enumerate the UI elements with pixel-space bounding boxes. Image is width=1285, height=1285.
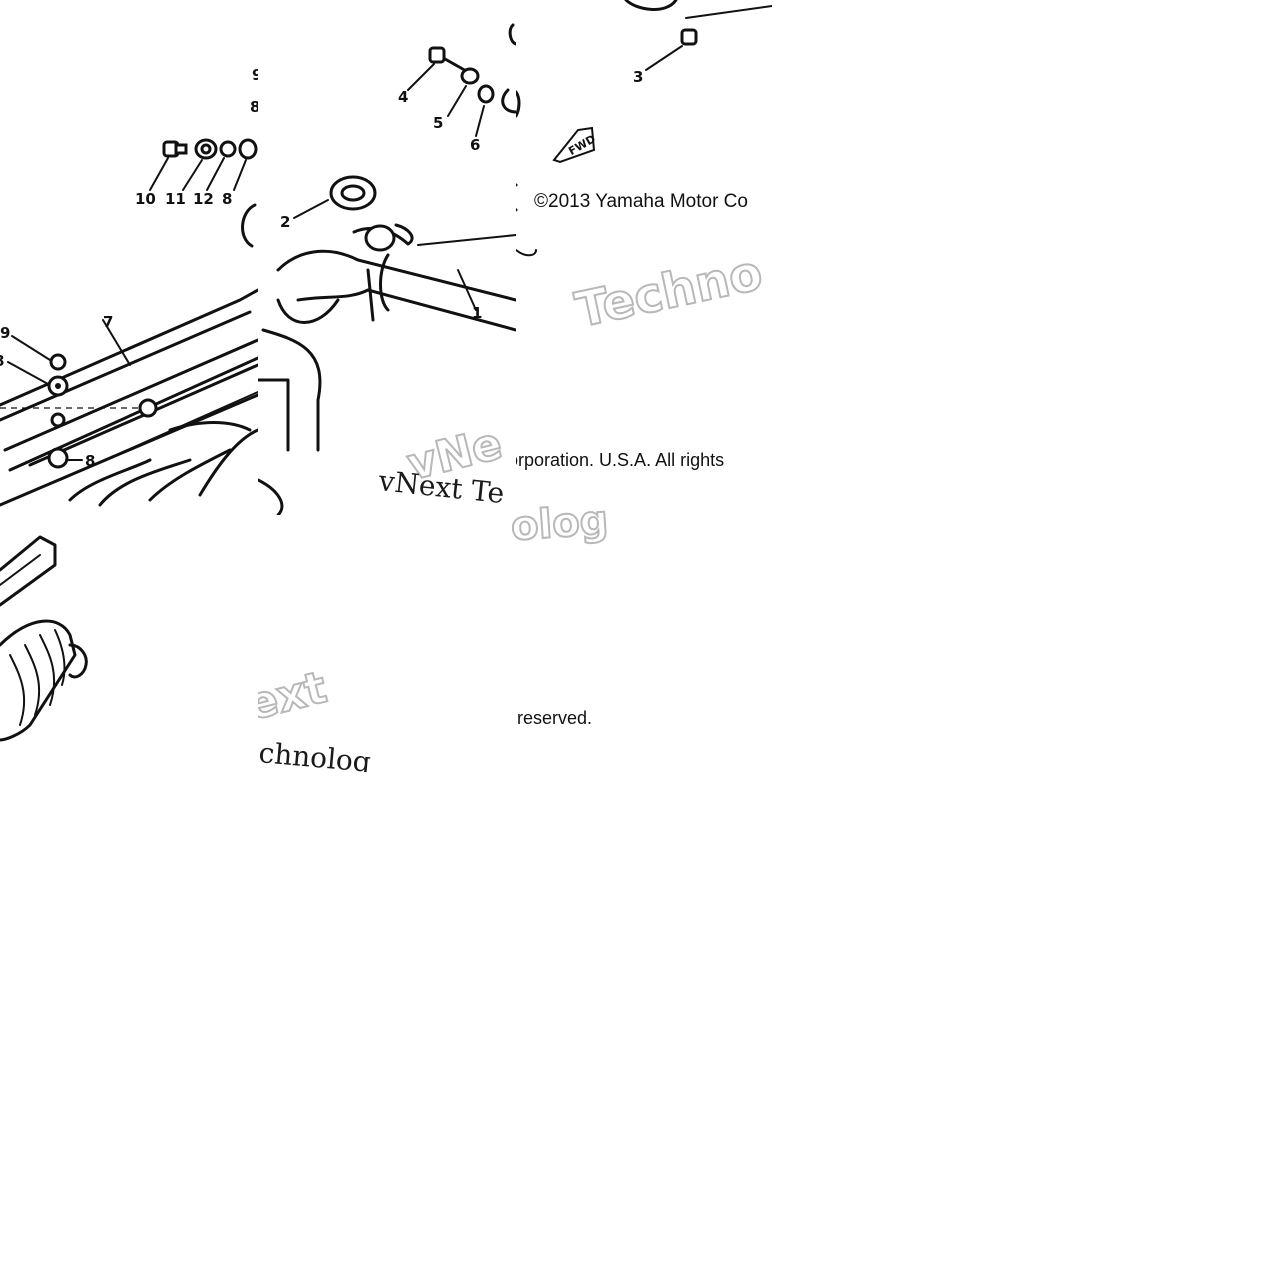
- callout-4: 4: [398, 88, 408, 106]
- watermark-olog: olog: [509, 497, 609, 550]
- watermark-techno: Techno: [571, 257, 767, 339]
- watermark-layer-middle: vNe vNext Te olog: [376, 417, 610, 551]
- callout-7: 7: [103, 313, 113, 331]
- callout-1: 1: [472, 304, 482, 322]
- diagram-tile-upper-middle: 4 5 6 2: [258, 0, 516, 515]
- callout-11: 11: [165, 190, 186, 208]
- callout-6: 6: [470, 136, 480, 154]
- muffler-front-drawing: 10 11 12 8 9 8: [0, 66, 258, 507]
- fwd-arrow-icon: FWD: [552, 126, 598, 164]
- exhaust-pipe-1: 1: [258, 223, 516, 515]
- callout-12: 12: [193, 190, 214, 208]
- exhaust-pipe-drawing: 4 5 6 2: [258, 23, 516, 515]
- callout-10: 10: [135, 190, 156, 208]
- callout-5: 5: [433, 114, 443, 132]
- watermark-layer-right: Techno: [570, 257, 768, 340]
- copyright-line-3: reserved.: [517, 708, 593, 728]
- diagram-tile-lower-left: [0, 515, 258, 772]
- shield-bolts: 9 8 8: [0, 324, 95, 470]
- muffler-rear-drawing: [0, 535, 88, 742]
- callout-2: 2: [280, 213, 290, 231]
- callout-8: 8: [85, 452, 95, 470]
- bolt-hardware-row: 10 11 12 8 9 8: [135, 66, 258, 248]
- copyright-line-2: orporation. U.S.A. All rights: [516, 450, 725, 470]
- callout-9: 9: [252, 66, 258, 84]
- heat-shield: 7: [0, 288, 258, 507]
- callout-3: 3: [633, 68, 643, 86]
- callout-8: 8: [250, 98, 258, 116]
- watermark-tile-lower: ext chnolog: [258, 650, 373, 772]
- diagram-tile-upper-right: 3 FWD ©2013 Yamaha Motor Co: [516, 0, 772, 257]
- copyright-line-1: ©2013 Yamaha Motor Co: [534, 191, 748, 212]
- watermark-chnolog: chnolog: [258, 736, 372, 772]
- bracket-drawing: 3 FWD: [516, 0, 772, 257]
- diagram-tile-right-middle: Techno orporation. U.S.A. All rights: [516, 257, 772, 515]
- gasket-2: 2: [280, 175, 377, 231]
- bolt-4-washers: 4 5 6: [398, 23, 516, 154]
- callout-8: 8: [222, 190, 232, 208]
- watermark-layer-lower: ext chnolog: [258, 661, 372, 772]
- watermark-tile-middle: vNe vNext Te olog: [372, 417, 630, 551]
- diagram-tile-upper-left: 10 11 12 8 9 8: [0, 0, 258, 515]
- callout-9: 9: [0, 324, 10, 342]
- watermark-ext: ext: [258, 662, 332, 731]
- callout-8: 8: [0, 352, 4, 370]
